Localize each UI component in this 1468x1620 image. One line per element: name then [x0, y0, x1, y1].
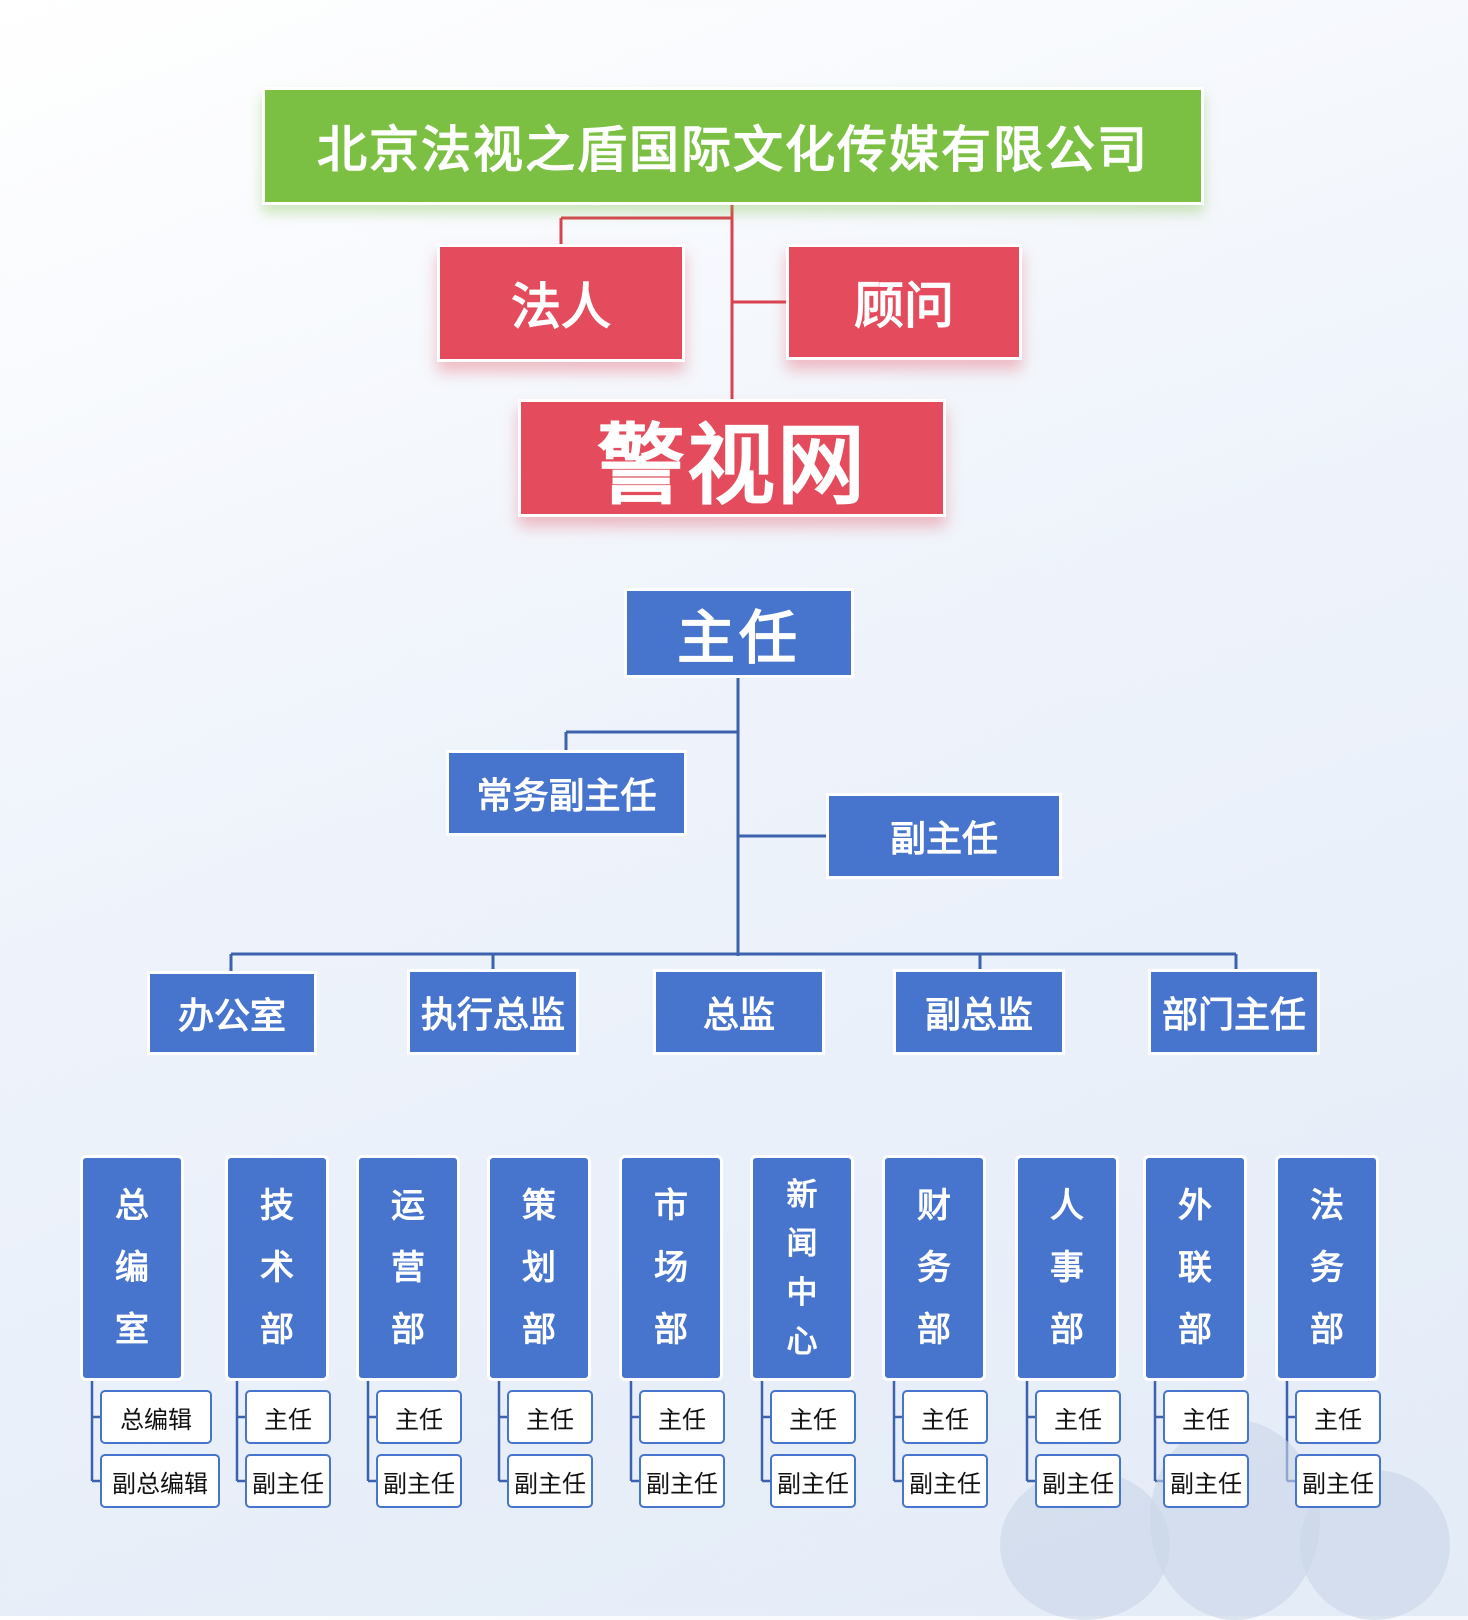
department-name-char: 部	[1050, 1311, 1084, 1349]
legal-person-label: 法人	[511, 279, 611, 335]
department-name-char: 事	[1050, 1249, 1084, 1287]
department-box: 总编室	[80, 1155, 184, 1381]
department-name-char: 法	[1310, 1187, 1344, 1225]
department-box: 市场部	[619, 1155, 723, 1381]
role-box-primary: 主任	[1295, 1390, 1381, 1444]
department-name-char: 场	[654, 1249, 688, 1287]
department-name-char: 运	[391, 1187, 425, 1225]
department-name-char: 部	[917, 1311, 951, 1349]
department-name-char: 闻	[786, 1226, 818, 1261]
role-box-primary: 主任	[770, 1390, 856, 1444]
department-box: 法务部	[1275, 1155, 1379, 1381]
role-box-primary: 主任	[1163, 1390, 1249, 1444]
role-box-deputy: 副主任	[902, 1454, 988, 1508]
level2-label: 执行总监	[420, 994, 565, 1035]
exec-deputy-label: 常务副主任	[476, 775, 657, 816]
department-name-char: 部	[522, 1311, 556, 1349]
company-box: 北京法视之盾国际文化传媒有限公司	[262, 87, 1204, 205]
level2-deputy-supervisor: 副总监	[893, 969, 1065, 1055]
department-name-char: 部	[391, 1311, 425, 1349]
department-name-char: 外	[1178, 1187, 1212, 1225]
role-box-deputy: 副主任	[1163, 1454, 1249, 1508]
department-name-char: 部	[1178, 1311, 1212, 1349]
company-name: 北京法视之盾国际文化传媒有限公司	[317, 122, 1149, 178]
department-name-char: 策	[522, 1187, 556, 1225]
role-box-primary: 总编辑	[100, 1390, 212, 1444]
role-box-deputy: 副主任	[1035, 1454, 1121, 1508]
role-box-primary: 主任	[507, 1390, 593, 1444]
department-name-char: 中	[786, 1275, 818, 1310]
department-name-char: 联	[1178, 1249, 1212, 1287]
department-name-char: 部	[1310, 1311, 1344, 1349]
brand-name: 警视网	[596, 415, 867, 515]
level2-dept-head: 部门主任	[1148, 969, 1320, 1055]
level2-exec-supervisor: 执行总监	[407, 969, 579, 1055]
deputy-label: 副主任	[889, 818, 998, 859]
level2-label: 副总监	[924, 994, 1033, 1035]
department-name-char: 人	[1050, 1187, 1084, 1225]
department-name-char: 技	[260, 1187, 294, 1225]
advisor-box: 顾问	[786, 244, 1022, 360]
department-name-char: 市	[654, 1187, 688, 1225]
department-name-char: 新	[786, 1177, 818, 1212]
department-box: 人事部	[1015, 1155, 1119, 1381]
department-name-char: 总	[115, 1187, 149, 1225]
department-name-char: 部	[654, 1311, 688, 1349]
exec-deputy-box: 常务副主任	[446, 750, 687, 836]
role-box-primary: 主任	[639, 1390, 725, 1444]
role-box-primary: 主任	[902, 1390, 988, 1444]
brand-box: 警视网	[518, 399, 946, 517]
department-name-char: 室	[115, 1311, 149, 1349]
role-box-deputy: 副主任	[507, 1454, 593, 1508]
department-name-char: 术	[260, 1249, 294, 1287]
department-box: 技术部	[225, 1155, 329, 1381]
department-box: 外联部	[1143, 1155, 1247, 1381]
director-box: 主任	[624, 588, 854, 678]
deputy-box: 副主任	[826, 793, 1062, 879]
department-name-char: 编	[115, 1249, 149, 1287]
director-label: 主任	[676, 606, 801, 671]
level2-label: 部门主任	[1161, 994, 1306, 1035]
level2-office: 办公室	[147, 971, 317, 1055]
role-box-deputy: 副主任	[639, 1454, 725, 1508]
role-box-deputy: 副主任	[376, 1454, 462, 1508]
department-box: 新闻中心	[750, 1155, 854, 1381]
role-box-deputy: 副主任	[1295, 1454, 1381, 1508]
role-box-deputy: 副主任	[245, 1454, 331, 1508]
department-name-char: 务	[917, 1249, 951, 1287]
department-name-char: 财	[917, 1187, 951, 1225]
role-box-deputy: 副总编辑	[100, 1454, 220, 1508]
department-box: 策划部	[487, 1155, 591, 1381]
department-name-char: 部	[260, 1311, 294, 1349]
department-name-char: 务	[1310, 1249, 1344, 1287]
department-box: 财务部	[882, 1155, 986, 1381]
role-box-primary: 主任	[376, 1390, 462, 1444]
level2-label: 办公室	[177, 995, 286, 1036]
department-name-char: 心	[786, 1324, 818, 1359]
advisor-label: 顾问	[854, 278, 954, 334]
level2-label: 总监	[702, 994, 775, 1035]
department-name-char: 营	[391, 1249, 425, 1287]
role-box-primary: 主任	[245, 1390, 331, 1444]
background-silhouette	[1150, 1420, 1320, 1620]
role-box-primary: 主任	[1035, 1390, 1121, 1444]
role-box-deputy: 副主任	[770, 1454, 856, 1508]
level2-supervisor: 总监	[653, 969, 825, 1055]
department-name-char: 划	[522, 1249, 556, 1287]
legal-person-box: 法人	[437, 244, 685, 362]
department-box: 运营部	[356, 1155, 460, 1381]
